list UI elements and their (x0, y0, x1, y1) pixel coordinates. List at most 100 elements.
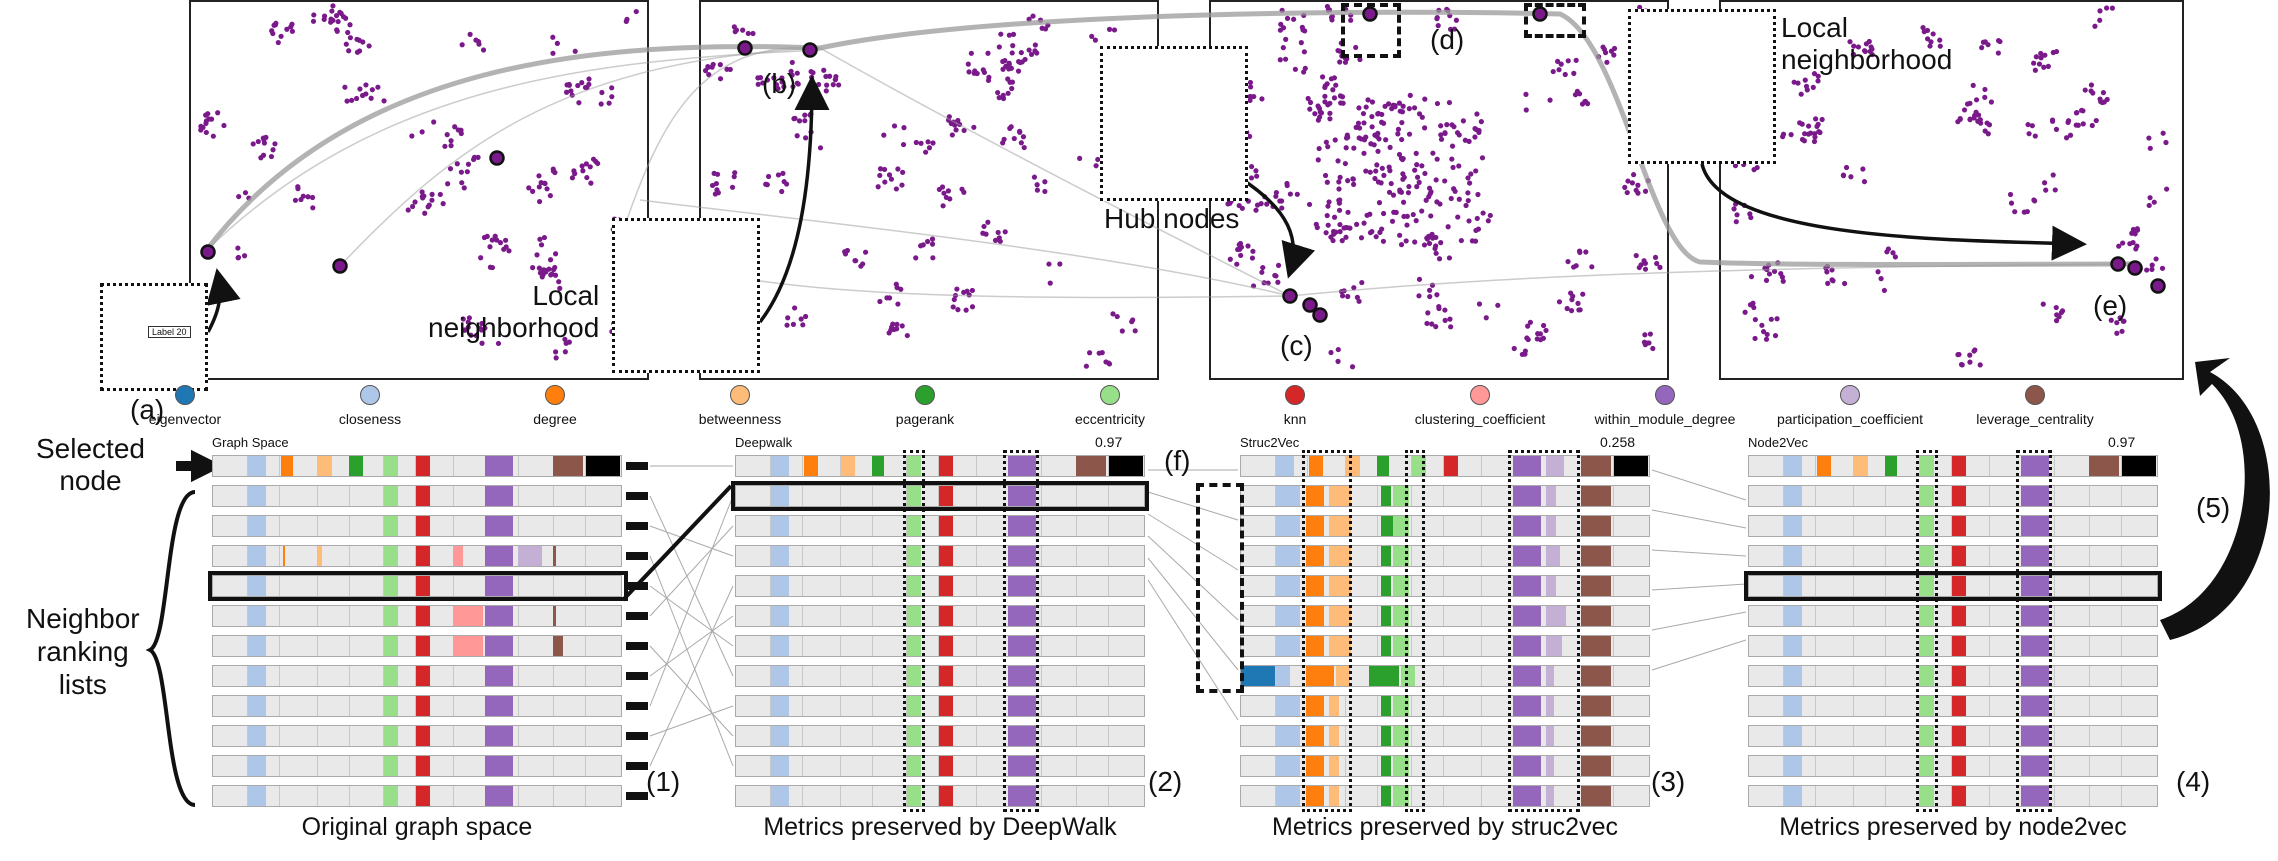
column-divider (1919, 726, 1920, 746)
legend-item-leverage-centrality[interactable]: leverage_centrality (1935, 385, 2135, 427)
graph-node-dot (2151, 199, 2157, 205)
neighbor-row[interactable] (212, 485, 622, 507)
neighbor-row[interactable] (735, 575, 1145, 597)
neighbor-row[interactable] (1748, 755, 2158, 777)
neighbor-row[interactable] (212, 695, 622, 717)
neighbor-row[interactable] (1240, 785, 1650, 807)
graph-node-dot (1432, 245, 1438, 252)
metric-cell-leverage-centrality (1581, 516, 1611, 536)
metric-cell-knn (939, 666, 953, 686)
column-divider (938, 786, 939, 806)
neighbor-row[interactable] (735, 785, 1145, 807)
column-divider (247, 546, 248, 566)
graph-node-dot (1982, 86, 1988, 93)
neighbor-row[interactable] (735, 485, 1145, 507)
neighbor-row[interactable] (1748, 725, 2158, 747)
neighbor-row[interactable] (735, 725, 1145, 747)
neighbor-row[interactable] (212, 605, 622, 627)
metric-cell-eccentricity (907, 726, 921, 746)
legend-item-knn[interactable]: knn (1195, 385, 1395, 427)
selected-node-row[interactable] (212, 455, 622, 477)
legend-item-eigenvector[interactable]: eigenvector (85, 385, 285, 427)
legend-item-degree[interactable]: degree (455, 385, 655, 427)
legend-item-closeness[interactable]: closeness (270, 385, 470, 427)
neighbor-row[interactable] (735, 545, 1145, 567)
neighbor-row[interactable] (735, 665, 1145, 687)
column-divider (938, 726, 939, 746)
legend-item-participation-coefficient[interactable]: participation_coefficient (1750, 385, 1950, 427)
neighbor-row[interactable] (1240, 545, 1650, 567)
graph-node-dot (2073, 110, 2080, 116)
metric-cell-knn (939, 546, 953, 566)
neighbor-row[interactable] (1240, 725, 1650, 747)
column-divider (1989, 546, 1990, 566)
inset-local-neighborhood-a[interactable]: Label 20 (100, 283, 208, 391)
legend-item-within-module-degree[interactable]: within_module_degree (1565, 385, 1765, 427)
graph-node-dot (1356, 135, 1362, 141)
neighbor-row[interactable] (1240, 485, 1650, 507)
neighbor-row[interactable] (735, 635, 1145, 657)
column-divider (1919, 756, 1920, 776)
column-divider (976, 786, 977, 806)
neighbor-row[interactable] (1748, 575, 2158, 597)
neighbor-row[interactable] (1240, 635, 1650, 657)
neighbor-row[interactable] (1748, 515, 2158, 537)
neighbor-row[interactable] (212, 515, 622, 537)
neighbor-row[interactable] (1748, 665, 2158, 687)
neighbor-row[interactable] (212, 635, 622, 657)
scatter-panel-struc2vec[interactable] (1209, 0, 1669, 380)
graph-node-dot (1576, 91, 1583, 97)
selected-node-row[interactable] (735, 455, 1145, 477)
graph-node-dot (1129, 319, 1135, 325)
neighbor-row[interactable] (735, 515, 1145, 537)
graph-node-dot (886, 172, 893, 178)
neighbor-row[interactable] (212, 665, 622, 687)
metric-cell-closeness (248, 576, 266, 596)
graph-node-dot (710, 61, 716, 68)
graph-node-dot (1455, 214, 1461, 220)
column-divider (1411, 576, 1412, 596)
legend-item-betweenness[interactable]: betweenness (640, 385, 840, 427)
graph-node-dot (980, 230, 986, 236)
neighbor-row[interactable] (1748, 695, 2158, 717)
legend-item-clustering-coefficient[interactable]: clustering_coefficient (1380, 385, 1580, 427)
embedding-flow-line (204, 49, 821, 253)
neighbor-row[interactable] (212, 575, 622, 597)
inset-local-neighborhood-b[interactable] (612, 218, 760, 373)
graph-node-dot (1329, 17, 1335, 23)
graph-node-dot (1416, 276, 1423, 282)
neighbor-row[interactable] (212, 755, 622, 777)
legend-item-eccentricity[interactable]: eccentricity (1010, 385, 1210, 427)
neighbor-row[interactable] (1748, 635, 2158, 657)
column-divider (317, 756, 318, 776)
neighbor-row[interactable] (735, 695, 1145, 717)
graph-node-dot (792, 305, 798, 311)
graph-node-dot (1851, 43, 1857, 49)
neighbor-row[interactable] (735, 755, 1145, 777)
neighbor-row[interactable] (1240, 515, 1650, 537)
column-divider (1481, 546, 1482, 566)
metric-cell-knn (939, 486, 953, 506)
selected-node-row[interactable] (1748, 455, 2158, 477)
neighbor-row[interactable] (1748, 545, 2158, 567)
inset-hub-nodes[interactable] (1100, 46, 1248, 201)
neighbor-row[interactable] (212, 785, 622, 807)
graph-node-dot (458, 169, 464, 175)
neighbor-row[interactable] (212, 725, 622, 747)
scatter-panel-node2vec[interactable] (1719, 0, 2184, 380)
neighbor-row[interactable] (1240, 665, 1650, 687)
neighbor-row[interactable] (1240, 695, 1650, 717)
column-divider (1041, 546, 1042, 566)
neighbor-row[interactable] (735, 605, 1145, 627)
graph-node-dot (996, 44, 1002, 50)
neighbor-row[interactable] (1748, 785, 2158, 807)
neighbor-row[interactable] (1748, 605, 2158, 627)
neighbor-row[interactable] (1240, 575, 1650, 597)
legend-item-pagerank[interactable]: pagerank (825, 385, 1025, 427)
inset-local-neighborhood-e[interactable] (1628, 9, 1776, 164)
graph-node-dot (1840, 172, 1847, 178)
neighbor-row[interactable] (1748, 485, 2158, 507)
neighbor-row[interactable] (212, 545, 622, 567)
metric-cell-pagerank (1381, 636, 1391, 656)
graph-node-dot (1465, 197, 1471, 204)
